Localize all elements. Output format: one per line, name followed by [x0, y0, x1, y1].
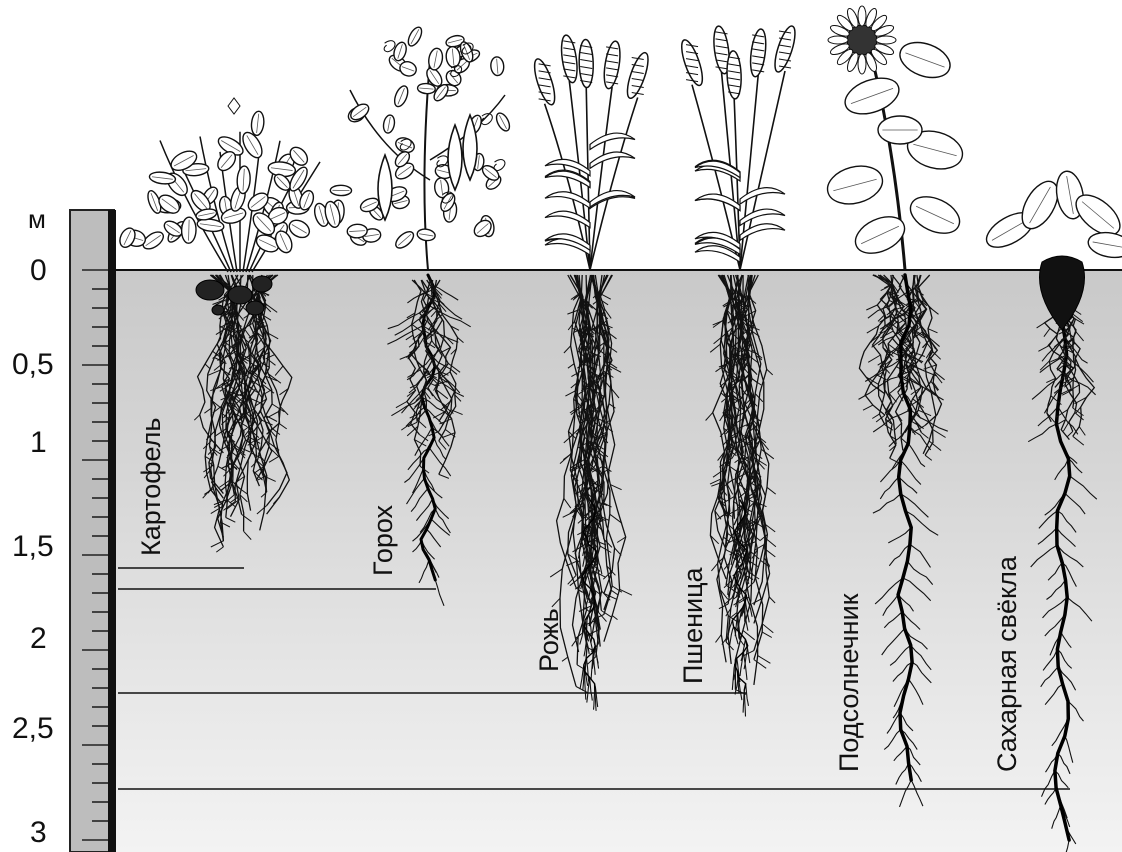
scale-label-1-5: 1,5 [12, 530, 54, 563]
plant-label-potato: Картофель [136, 418, 166, 556]
depth-ruler [70, 210, 116, 852]
rye-stem [590, 98, 638, 271]
rye-stem [590, 87, 612, 270]
ruler-bar [70, 210, 114, 852]
ruler-edge [108, 210, 116, 852]
potato-tuber [252, 276, 272, 292]
rye-blade [590, 133, 635, 149]
sunflower-petal [858, 6, 866, 26]
scale-unit-label: м [28, 204, 46, 234]
potato-tuber [246, 301, 264, 315]
potato-tuber [228, 286, 252, 304]
potato-tuber [212, 305, 224, 315]
wheat-blade [740, 209, 785, 225]
rye-blade [590, 152, 635, 168]
plant-label-rye: Рожь [534, 608, 564, 672]
sunflower-petal [858, 54, 866, 74]
beet-leaf [1086, 229, 1122, 260]
plant-label-sugar-beet: Сахарная свёкла [992, 555, 1022, 772]
pea-tendril [481, 114, 492, 125]
scale-label-2-5: 2,5 [12, 712, 54, 745]
plant-label-pea: Горох [368, 504, 398, 576]
plant-label-wheat: Пшеница [678, 566, 708, 684]
potato-tuber [196, 280, 224, 300]
scale-label-3: 3 [30, 816, 47, 849]
potato-flower [228, 98, 240, 114]
pea-tendril [384, 41, 395, 52]
scale-label-1: 1 [30, 426, 47, 459]
pea-stem [350, 90, 430, 180]
pea-tendril [494, 160, 505, 171]
sunflower-petal [828, 36, 848, 44]
scale-label-2: 2 [30, 622, 47, 655]
scale-label-0-5: 0,5 [12, 348, 54, 381]
sunflower-petal [876, 36, 896, 44]
rye-blade [545, 211, 590, 227]
wheat-stem [740, 75, 758, 270]
scale-label-0: 0 [30, 254, 47, 287]
wheat-stem [740, 71, 785, 270]
plant-label-sunflower: Подсолнечник [834, 593, 864, 772]
pea-pod [448, 125, 462, 190]
